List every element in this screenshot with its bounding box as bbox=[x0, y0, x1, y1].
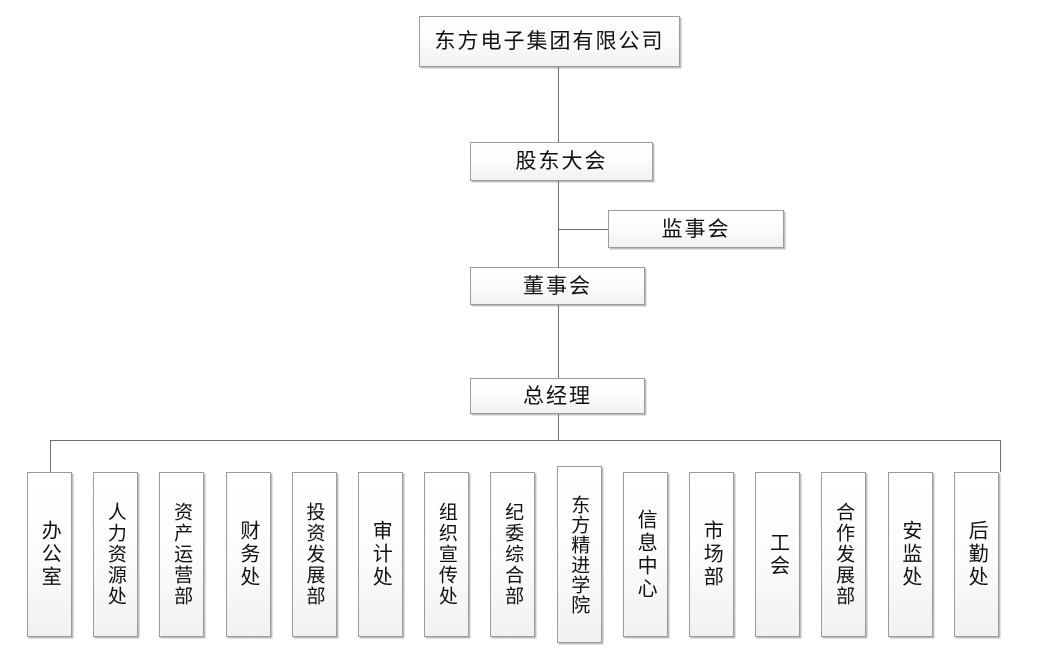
department-box[interactable]: 后勤处 bbox=[953, 472, 999, 637]
department-box[interactable]: 东方精进学院 bbox=[556, 466, 602, 643]
department-box[interactable]: 合作发展部 bbox=[821, 472, 867, 637]
node-board-of-directors[interactable]: 董事会 bbox=[470, 267, 645, 305]
node-board-of-supervisors-label: 监事会 bbox=[661, 216, 731, 241]
department-box[interactable]: 纪委综合部 bbox=[490, 472, 536, 637]
department-label: 办公室 bbox=[38, 520, 63, 589]
department-label: 人力资源处 bbox=[104, 502, 127, 607]
department-box[interactable]: 审计处 bbox=[358, 472, 403, 637]
department-box[interactable]: 财务处 bbox=[225, 472, 271, 637]
department-label: 后勤处 bbox=[965, 520, 990, 589]
node-shareholders-meeting-label: 股东大会 bbox=[515, 149, 608, 174]
connector-shareholders-to-board bbox=[558, 181, 559, 268]
node-company-label: 东方电子集团有限公司 bbox=[434, 29, 665, 54]
department-label: 信息中心 bbox=[634, 508, 659, 601]
connector-department-bus bbox=[50, 440, 1000, 441]
connector-board-to-general-manager bbox=[558, 305, 559, 378]
node-shareholders-meeting[interactable]: 股东大会 bbox=[470, 142, 653, 181]
connector-company-to-shareholders bbox=[558, 67, 559, 142]
node-general-manager-label: 总经理 bbox=[523, 383, 592, 408]
connector-bus-drop-left bbox=[50, 440, 51, 472]
node-company[interactable]: 东方电子集团有限公司 bbox=[419, 16, 680, 67]
department-label: 财务处 bbox=[236, 520, 261, 589]
department-box[interactable]: 安监处 bbox=[887, 472, 933, 637]
department-box[interactable]: 组织宣传处 bbox=[424, 472, 470, 637]
department-box[interactable]: 工会 bbox=[755, 472, 801, 637]
connector-bus-drop-right bbox=[1000, 440, 1001, 472]
node-board-of-supervisors[interactable]: 监事会 bbox=[608, 210, 784, 248]
department-box[interactable]: 信息中心 bbox=[622, 472, 668, 637]
node-board-of-directors-label: 董事会 bbox=[523, 273, 592, 298]
department-label: 工会 bbox=[766, 531, 791, 578]
department-label: 组织宣传处 bbox=[435, 502, 458, 607]
department-box[interactable]: 人力资源处 bbox=[93, 472, 139, 637]
department-label: 纪委综合部 bbox=[502, 502, 525, 607]
connector-stub-to-supervisors bbox=[558, 229, 608, 230]
department-label: 市场部 bbox=[700, 520, 725, 589]
department-label: 投资发展部 bbox=[303, 502, 326, 607]
department-label: 审计处 bbox=[369, 520, 394, 589]
department-label: 安监处 bbox=[898, 520, 923, 589]
department-label: 资产运营部 bbox=[171, 502, 194, 607]
node-general-manager[interactable]: 总经理 bbox=[470, 378, 645, 414]
department-box[interactable]: 投资发展部 bbox=[291, 472, 337, 637]
department-box[interactable]: 资产运营部 bbox=[159, 472, 205, 637]
department-box[interactable]: 办公室 bbox=[27, 472, 72, 637]
connector-general-manager-to-bus bbox=[558, 414, 559, 441]
department-box[interactable]: 市场部 bbox=[689, 472, 734, 637]
department-label: 东方精进学院 bbox=[568, 494, 591, 615]
department-label: 合作发展部 bbox=[833, 502, 856, 607]
